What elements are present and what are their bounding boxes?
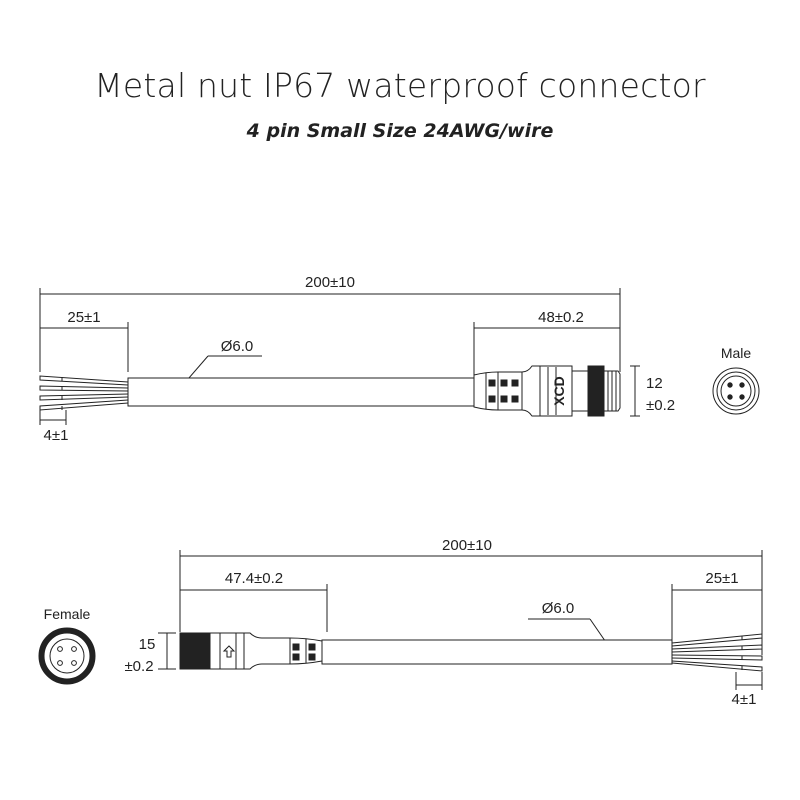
male-overall-length: 200±10: [305, 274, 355, 291]
male-diameter-value: 12: [646, 375, 663, 392]
female-label: Female: [44, 606, 91, 622]
female-wires: [671, 633, 763, 672]
male-diameter-tolerance: ±0.2: [646, 397, 675, 414]
female-wire-end: 4±1: [732, 691, 757, 708]
female-connector-body: [179, 632, 323, 670]
female-face-icon: [38, 627, 96, 685]
male-dimension-lines: [39, 288, 640, 425]
female-overall-length: 200±10: [442, 537, 492, 554]
female-strip-length: 25±1: [705, 570, 738, 587]
arrow-icon: [222, 645, 236, 658]
female-dimension-lines: [158, 550, 763, 690]
male-connector-body: [473, 365, 621, 417]
male-strip-length: 25±1: [67, 309, 100, 326]
female-diameter-tolerance: ±0.2: [124, 658, 153, 675]
diagram-title: Metal nut IP67 waterproof connector: [94, 66, 706, 105]
brand-mark: XCD: [551, 376, 567, 406]
female-connector-length: 47.4±0.2: [225, 570, 283, 587]
female-diameter-value: 15: [139, 636, 156, 653]
male-label: Male: [721, 345, 752, 361]
male-cable-jacket: [127, 377, 475, 407]
female-cable-diameter: Ø6.0: [542, 600, 575, 617]
diagram-subtitle: 4 pin Small Size 24AWG/wire: [246, 120, 554, 142]
male-face-icon: [712, 367, 760, 415]
male-cable-diameter: Ø6.0: [221, 338, 254, 355]
male-wires: [39, 375, 129, 411]
male-connector-length: 48±0.2: [538, 309, 584, 326]
male-wire-end: 4±1: [44, 427, 69, 444]
female-cable-jacket: [321, 639, 673, 665]
